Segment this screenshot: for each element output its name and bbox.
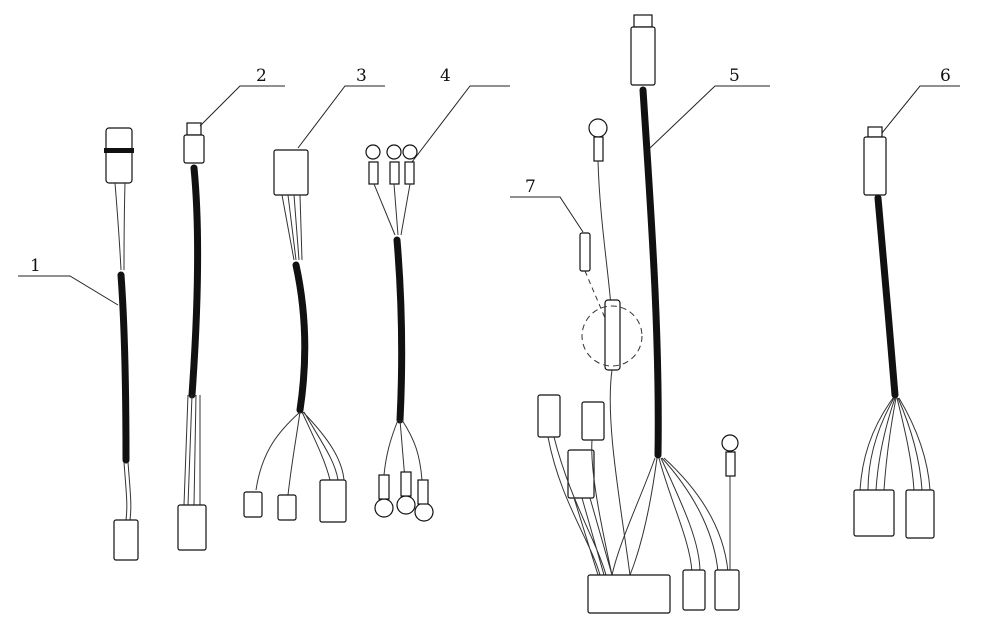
callout-1: 1 [18, 256, 119, 306]
callout-6: 6 [881, 66, 960, 134]
callout-label-3: 3 [356, 66, 367, 86]
harness-6 [853, 126, 935, 539]
callout-2: 2 [199, 66, 285, 127]
callout-4: 4 [411, 66, 510, 163]
harness-1 [104, 127, 139, 561]
callout-label-4: 4 [440, 66, 451, 86]
harness-3 [243, 149, 347, 523]
callout-label-7: 7 [525, 177, 536, 197]
callout-3: 3 [297, 66, 385, 149]
harness-4 [365, 144, 434, 522]
callout-label-5: 5 [729, 66, 740, 86]
callout-label-1: 1 [30, 256, 41, 276]
callout-label-6: 6 [940, 66, 951, 86]
harness-5 [537, 14, 740, 614]
callout-label-2: 2 [256, 66, 267, 86]
harness-2 [177, 122, 207, 551]
callout-7: 7 [510, 177, 584, 233]
callout-5: 5 [649, 66, 770, 149]
